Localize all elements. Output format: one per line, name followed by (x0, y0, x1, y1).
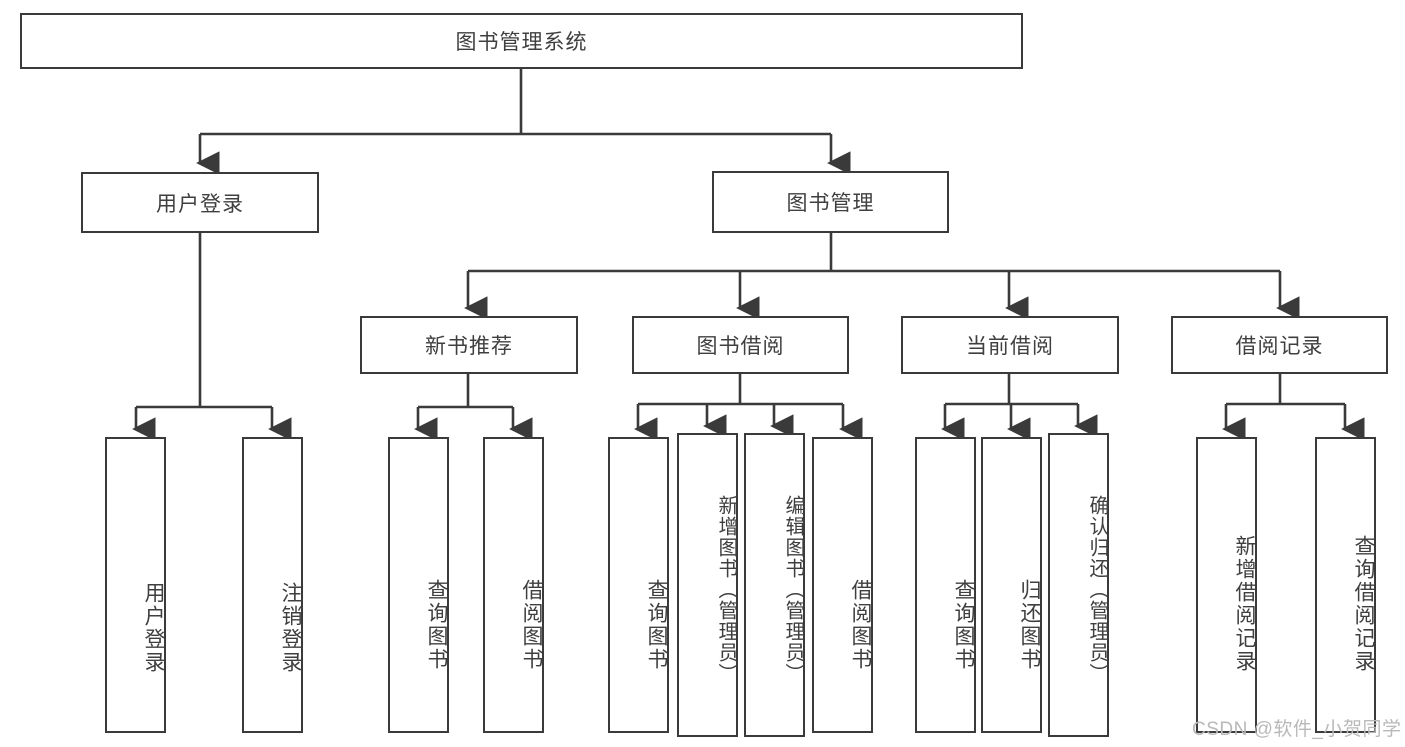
leaf-logout-login-label: 注销登录 (279, 582, 302, 674)
leaf-query-borrow-record-label: 查询借阅记录 (1352, 535, 1375, 673)
node-user-login-label: 用户登录 (156, 192, 244, 216)
leaf-query-book-current-label: 查询图书 (952, 579, 975, 671)
leaf-query-book-borrow[interactable]: 查询图书 (608, 437, 669, 733)
node-book-borrow-label: 图书借阅 (696, 335, 785, 358)
leaf-borrow-book-recommend-label: 借阅图书 (520, 579, 543, 671)
leaf-borrow-book[interactable]: 借阅图书 (812, 437, 873, 733)
leaf-query-book-borrow-label: 查询图书 (645, 579, 668, 671)
leaf-add-book-admin-label: 新增图书（管理员） (715, 494, 737, 684)
leaf-add-borrow-record[interactable]: 新增借阅记录 (1196, 437, 1257, 733)
leaf-edit-book-admin[interactable]: 编辑图书（管理员） (744, 433, 805, 737)
node-root-label: 图书管理系统 (455, 31, 588, 54)
node-book-management-label: 图书管理 (786, 192, 875, 215)
node-book-borrow[interactable]: 图书借阅 (632, 316, 849, 374)
leaf-borrow-book-label: 借阅图书 (849, 579, 872, 671)
node-book-management[interactable]: 图书管理 (712, 171, 949, 233)
node-current-borrow[interactable]: 当前借阅 (901, 316, 1119, 374)
leaf-add-book-admin[interactable]: 新增图书（管理员） (677, 433, 738, 737)
leaf-query-book-recommend-label: 查询图书 (425, 579, 448, 671)
node-current-borrow-label: 当前借阅 (966, 335, 1054, 358)
node-user-login[interactable]: 用户登录 (81, 172, 319, 233)
watermark: CSDN @软件_小贺同学 (1192, 719, 1402, 740)
leaf-return-book[interactable]: 归还图书 (981, 437, 1042, 733)
leaf-query-book-recommend[interactable]: 查询图书 (388, 437, 449, 733)
leaf-add-borrow-record-label: 新增借阅记录 (1233, 535, 1256, 673)
node-root[interactable]: 图书管理系统 (20, 13, 1023, 69)
leaf-confirm-return-admin-label: 确认归还（管理员） (1086, 494, 1108, 684)
node-borrow-record[interactable]: 借阅记录 (1171, 316, 1388, 374)
leaf-user-login-label: 用户登录 (142, 582, 165, 674)
leaf-return-book-label: 归还图书 (1018, 579, 1041, 671)
leaf-confirm-return-admin[interactable]: 确认归还（管理员） (1048, 433, 1109, 737)
leaf-query-book-current[interactable]: 查询图书 (915, 437, 976, 733)
node-new-book-recommend-label: 新书推荐 (425, 335, 513, 358)
leaf-query-borrow-record[interactable]: 查询借阅记录 (1315, 437, 1376, 733)
leaf-edit-book-admin-label: 编辑图书（管理员） (782, 494, 804, 684)
node-borrow-record-label: 借阅记录 (1235, 335, 1324, 358)
leaf-user-login[interactable]: 用户登录 (105, 437, 166, 733)
node-new-book-recommend[interactable]: 新书推荐 (360, 316, 578, 374)
leaf-logout-login[interactable]: 注销登录 (242, 437, 303, 733)
leaf-borrow-book-recommend[interactable]: 借阅图书 (483, 437, 544, 733)
